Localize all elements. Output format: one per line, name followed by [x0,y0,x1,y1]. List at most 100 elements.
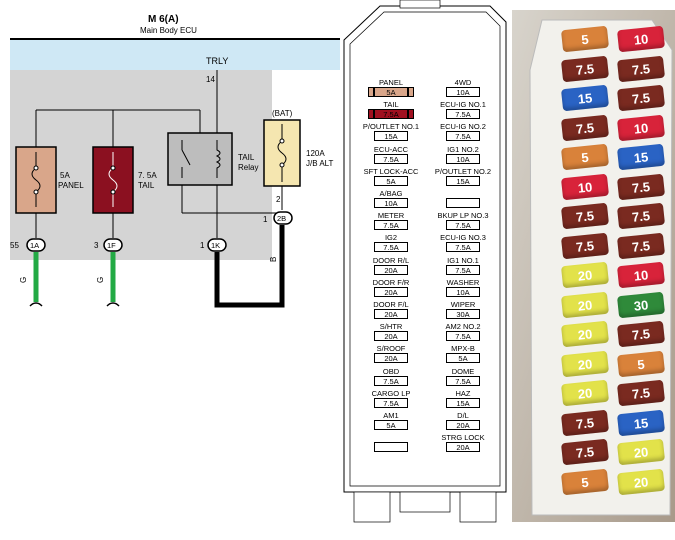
connector-2b [273,211,293,225]
photo-fuse: 20 [560,291,610,318]
photo-fuse-rating: 7.5 [575,119,595,136]
jb-fuse-amp: 120A [306,149,325,158]
photo-fuse-rating: 7.5 [575,237,595,254]
photo-fuse: 10 [616,114,666,141]
photo-fuse-rating: 20 [577,355,593,372]
fuse-slot-label: MPX-B [451,344,475,354]
photo-fuse-rating: 30 [633,296,649,313]
fuse-slot-label: DOOR F/R [372,277,410,287]
fuse-slot-label: A/BAG [379,189,403,198]
panel-fuse-amp: 5A [60,171,70,180]
jb-pin-2: 2 [276,195,281,204]
photo-fuse-rating: 7.5 [631,207,651,225]
photo-fuse: 10 [560,173,610,200]
connector-1a [26,238,46,252]
fuse-slot-rating: 10A [446,87,480,97]
fuse-slot-label: BKUP LP NO.3 [437,211,489,221]
fuse-slot-label: P/OUTLET NO.1 [362,122,420,132]
jb-pin-1: 1 [263,215,268,224]
fuse-slot-rating: 7.5A [374,153,408,164]
fuse-slot-rating: 7.5A [446,131,480,142]
photo-fuse: 7.5 [560,55,610,82]
tail-fuse-amp: 7. 5A [138,171,157,180]
photo-fuse-rating: 10 [633,30,649,48]
photo-fuse: 5 [560,468,610,495]
photo-fuse-rating: 15 [577,89,593,107]
fuse-slot-label: WASHER [446,277,480,287]
photo-fuse-rating: 15 [633,414,649,431]
wiring-diagram: M 6(A) Main Body ECU TRLY 14 5A PANEL 7.… [10,14,340,308]
photo-fuse: 7.5 [560,114,610,141]
fuse-slot-label: PANEL [378,78,404,87]
photo-fuse-rating: 7.5 [631,178,651,195]
fuse-slot-side [368,109,374,120]
fuse-slot-label: HAZ [455,388,471,398]
fuse-slot-side [368,87,374,97]
photo-fuse: 5 [616,350,666,377]
fuse-slot-rating: 5A [374,420,408,430]
photo-fuse: 20 [616,468,666,495]
tail-relay [167,132,233,186]
photo-fuse-rating: 15 [633,148,649,166]
fuse-slot-rating: 10A [446,286,480,297]
fuse-slot-label: ECU-IG NO.1 [440,100,486,110]
fuse-slot-rating: 15A [446,175,480,186]
photo-fuse-rating: 7.5 [575,60,595,77]
fuse-slot-rating: 7.5A [446,375,480,386]
photo-fuse-rating: 10 [633,266,649,284]
photo-fuse-rating: 7.5 [631,325,651,343]
fuse-slot-rating: 10A [446,153,480,164]
fuse-slot-label: IG1 NO.1 [447,255,479,265]
photo-fuse-rating: 7.5 [631,384,651,402]
fuse-slot-rating: 20A [374,286,408,297]
fuse-slot-label: STRG LOCK [441,433,485,443]
fuse-slot-label: ECU-IG NO.3 [440,233,486,243]
fuse-slot-label: TAIL [383,100,399,110]
fuse-slot-rating: 7.5A [374,242,408,253]
black-wire-color: B [269,257,278,262]
jb-fuse-name: J/B ALT [306,159,334,168]
fuse-slot-rating: 20A [446,442,480,453]
fuse-slot-side [408,109,414,120]
photo-fuse-rating: 10 [577,178,593,195]
fuse-slot-rating: 7.5A [446,109,480,120]
fuse-slot-label: SFT LOCK-ACC [363,166,419,176]
fuse-slot-rating: 20A [374,309,408,319]
connector-1f-label: 1F [107,241,116,250]
fuse-slot-rating: 20A [374,264,408,275]
fuse-slot-rating: 7.5A [374,109,408,120]
connector-1k-label: 1K [211,241,220,250]
bat-label: (BAT) [272,109,293,118]
fuse-slot-label: S/ROOF [376,344,406,354]
fuse-slot-label: AM2 NO.2 [445,322,481,332]
photo-fuse-rating: 7.5 [631,60,651,77]
fuse-slot-empty [374,442,408,453]
fuse-slot-rating: 10A [374,198,408,208]
fuse-slot-rating: 7.5A [374,397,408,408]
fuse-slot-rating: 7.5A [446,220,480,231]
photo-fuse: 7.5 [616,232,666,259]
trly-bar [10,40,340,70]
photo-fuse-rating: 10 [633,119,649,136]
photo-fuse: 20 [560,350,610,377]
fuse-slot-label: 4WD [454,78,472,87]
panel-wire-color: G [19,277,28,283]
photo-fuse-rating: 20 [577,384,593,402]
fuse-slot-rating: 20A [374,353,408,364]
photo-fuse-rating: 20 [577,296,593,313]
fuse-slot-label: P/OUTLET NO.2 [434,166,492,176]
relay-name2: Relay [238,163,258,172]
fuse-slot-rating: 7.5A [446,242,480,253]
fuse-slot-label: METER [377,211,405,221]
pin-14: 14 [206,75,215,84]
connector-1a-label: 1A [30,241,39,250]
relay-pin: 1 [200,241,205,250]
photo-fuse: 30 [616,291,666,318]
fuse-slot-label: DOOR R/L [372,255,410,265]
photo-fuse-rating: 5 [580,473,590,490]
photo-fuse-rating: 5 [636,355,646,372]
connector-2b-label: 2B [277,214,286,223]
panel-fuse-name: PANEL [58,181,84,190]
fuse-slot-label: ECU-IG NO.2 [440,122,486,132]
